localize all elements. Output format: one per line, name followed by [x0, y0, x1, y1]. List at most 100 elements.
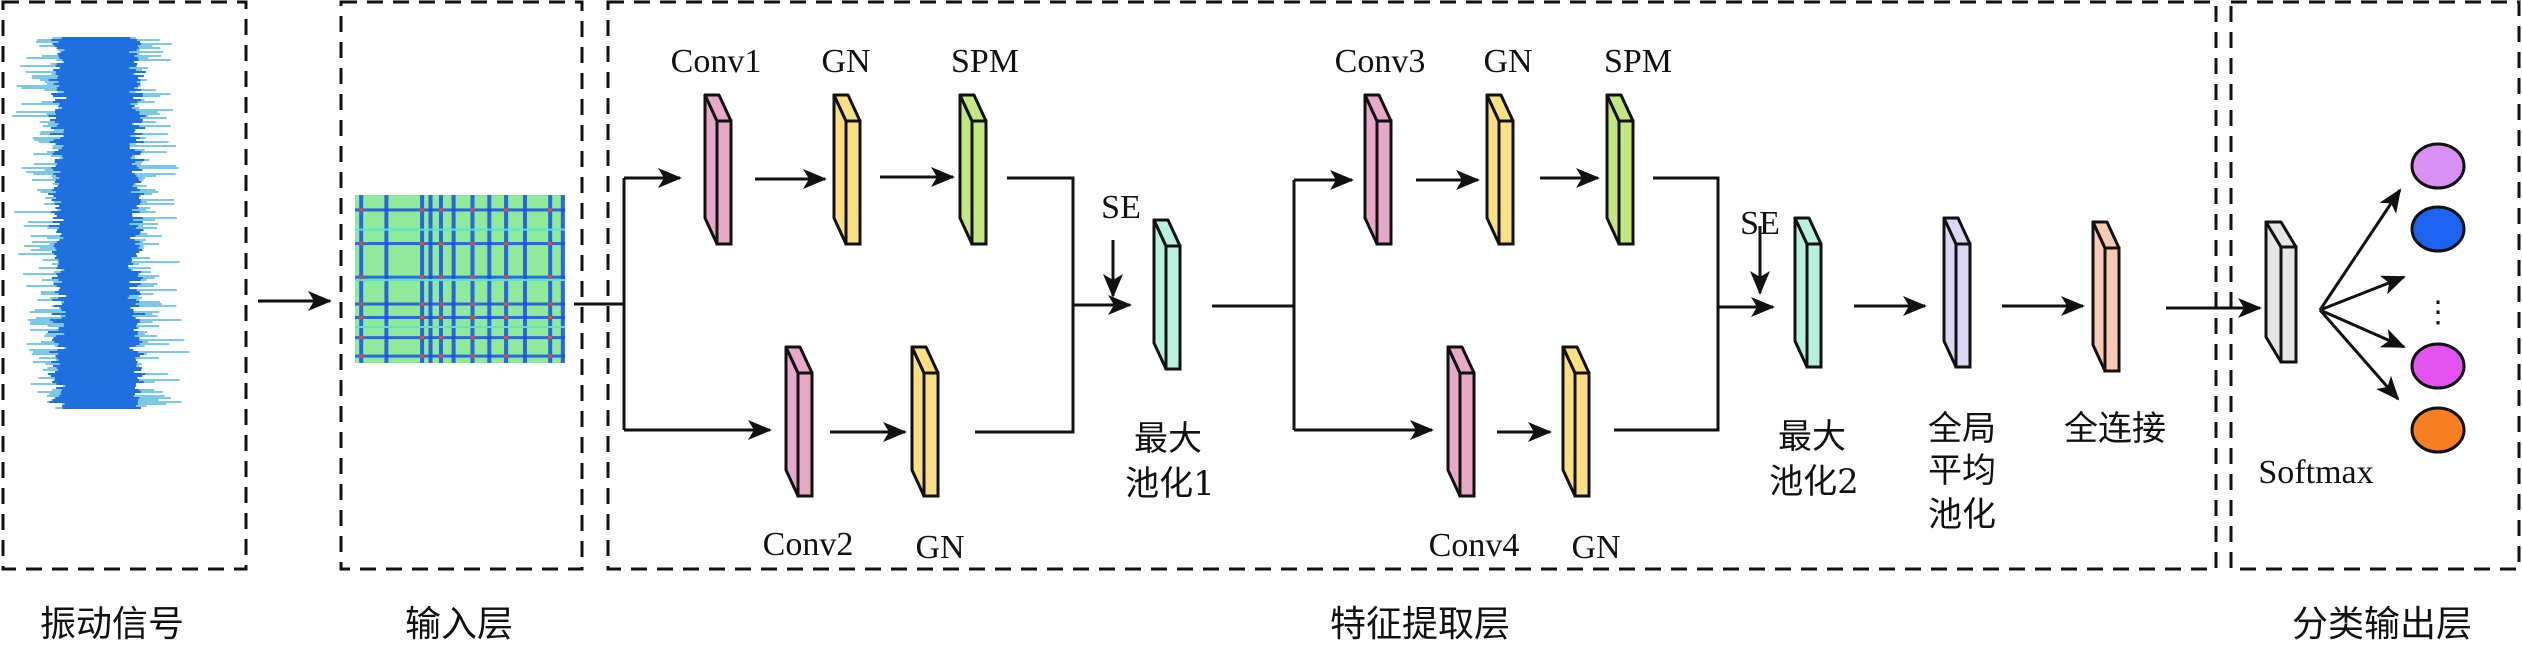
block-conv3	[1363, 93, 1393, 246]
heatmap-hotspot	[470, 242, 475, 246]
block-side	[1164, 244, 1182, 371]
class-outputs	[2410, 142, 2466, 454]
heatmap-hotspot	[359, 208, 364, 212]
block-side	[1573, 371, 1591, 498]
label-gn4: GN	[1571, 529, 1620, 566]
heatmap-hotspot	[470, 208, 475, 212]
heatmap-row-stripe	[355, 242, 565, 246]
heatmap-hotspot	[504, 315, 509, 319]
class-output-2	[2410, 205, 2466, 253]
section-label-signal: 振动信号	[40, 604, 184, 645]
block-pool1	[1152, 218, 1182, 371]
class-output-3	[2410, 342, 2466, 390]
heatmap-hotspot	[504, 336, 509, 340]
heatmap-hotspot	[548, 242, 553, 246]
label-conv4: Conv4	[1429, 527, 1520, 564]
heatmap-hotspot	[359, 315, 364, 319]
block-side	[1458, 371, 1476, 498]
label-conv3: Conv3	[1335, 43, 1426, 80]
block-softmax	[2264, 220, 2298, 364]
section-label-input: 输入层	[405, 604, 513, 645]
heatmap-hotspot	[420, 275, 425, 279]
block-side	[796, 371, 814, 498]
block-pool2	[1793, 216, 1823, 369]
heatmap-hotspot	[548, 208, 553, 212]
section-labels: 振动信号 输入层 特征提取层 分类输出层	[40, 604, 2472, 645]
heatmap-hotspot	[420, 242, 425, 246]
heatmap-hotspot	[439, 242, 443, 246]
heatmap-hotspot	[420, 336, 425, 340]
heatmap-hotspot	[470, 302, 475, 306]
label-spm2: SPM	[1604, 43, 1672, 80]
label-pool2-line2: 池化2	[1769, 462, 1859, 502]
vibration-waveform	[12, 37, 190, 409]
block-gn2	[910, 345, 940, 498]
label-se1: SE	[1101, 189, 1141, 226]
heatmap-hotspot	[504, 242, 509, 246]
heatmap-hotspot	[439, 302, 443, 306]
section-box-output	[2229, 0, 2521, 571]
label-pool2-line1: 最大	[1778, 417, 1846, 457]
heatmap-hotspot	[548, 302, 553, 306]
heatmap-hotspot	[359, 275, 364, 279]
block-gn3	[1485, 93, 1515, 246]
heatmap-hotspot	[548, 315, 553, 319]
heatmap-hotspot	[420, 354, 425, 358]
input-heatmap	[355, 195, 565, 363]
arrow-softmax-to-class-4	[2318, 309, 2400, 401]
label-pool1-line2: 池化1	[1125, 464, 1215, 504]
heatmap-hotspot	[439, 354, 443, 358]
heatmap-row-stripe	[355, 302, 565, 306]
heatmap-hotspot	[420, 315, 425, 319]
heatmap-row-stripe	[355, 208, 565, 212]
block-gap	[1942, 216, 1972, 369]
heatmap-hotspot	[359, 302, 364, 306]
heatmap-hotspot	[420, 208, 425, 212]
layer-blocks	[703, 93, 2298, 498]
block-side	[715, 119, 733, 246]
connectors	[258, 167, 2406, 442]
heatmap-hotspot	[439, 208, 443, 212]
label-gn3: GN	[1483, 43, 1532, 80]
label-gap-line3: 池化	[1928, 495, 1996, 535]
heatmap-row-stripe	[355, 315, 565, 319]
heatmap-hotspot	[470, 336, 475, 340]
heatmap-hotspot	[470, 354, 475, 358]
heatmap-hotspot	[470, 315, 475, 319]
block-conv4	[1446, 345, 1476, 498]
label-conv1: Conv1	[671, 43, 762, 80]
block-side	[1617, 119, 1635, 246]
heatmap-hotspot	[359, 242, 364, 246]
block-side	[2279, 245, 2298, 364]
heatmap-hotspot	[359, 354, 364, 358]
heatmap-hotspot	[439, 275, 443, 279]
section-box-signal	[1, 0, 248, 571]
label-gap-line1: 全局	[1928, 409, 1996, 449]
block-side	[1497, 119, 1515, 246]
arrow-softmax-to-class-1	[2318, 188, 2402, 311]
heatmap-hotspot	[359, 336, 364, 340]
section-label-features: 特征提取层	[1330, 604, 1510, 645]
heatmap-hotspot	[470, 275, 475, 279]
section-label-output: 分类输出层	[2292, 604, 2472, 645]
heatmap-row-stripe	[355, 336, 565, 340]
heatmap-hotspot	[548, 336, 553, 340]
heatmap-hotspot	[504, 302, 509, 306]
label-gap-line2: 平均	[1928, 451, 1996, 491]
heatmap-faint-stripe	[355, 326, 565, 329]
heatmap-hotspot	[439, 336, 443, 340]
heatmap-hotspot	[420, 302, 425, 306]
heatmap-hotspot	[504, 354, 509, 358]
class-ellipsis: ⋮	[2423, 296, 2453, 329]
label-se2: SE	[1740, 205, 1780, 242]
heatmap-hotspot	[439, 315, 443, 319]
block-spm2	[1605, 93, 1635, 246]
block-gn1	[832, 93, 862, 246]
block-side	[970, 119, 988, 246]
block-side	[1954, 242, 1972, 369]
heatmap-row-stripe	[355, 275, 565, 279]
block-conv2	[784, 345, 814, 498]
label-softmax: Softmax	[2258, 454, 2373, 491]
merge-1-line	[975, 176, 1075, 434]
